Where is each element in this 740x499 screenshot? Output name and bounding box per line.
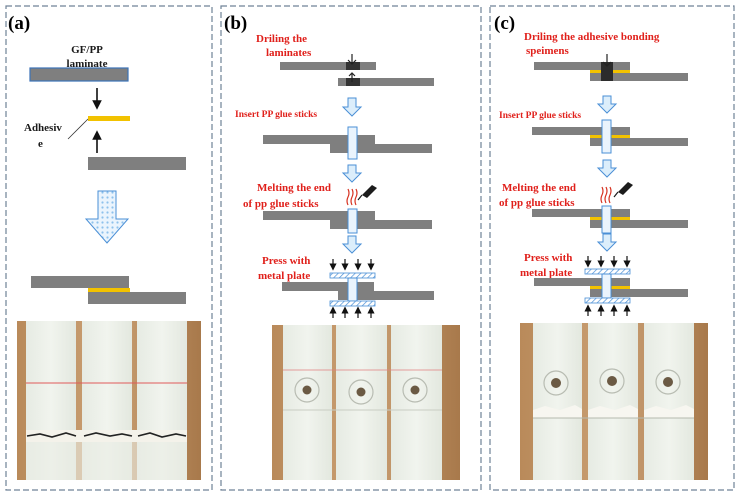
b-press-arrows-bottom [329, 306, 375, 318]
c-step1-line1: Driling the adhesive bonding [524, 31, 660, 43]
adhesive-label-line2: e [38, 138, 43, 150]
b-press-bottom-laminate [338, 291, 434, 300]
b-top-laminate [280, 62, 376, 70]
b-heat-icon [346, 188, 358, 206]
c-arrow-2 [596, 159, 618, 178]
b-step1-line2: laminates [266, 47, 312, 59]
c-press-arrows-bottom [584, 304, 631, 316]
c-arrow-1 [596, 95, 618, 114]
top-laminate [29, 67, 129, 82]
b-step2-top-laminate [263, 135, 375, 144]
b-glue-gun-icon [362, 185, 377, 198]
c-step2-top-laminate [532, 127, 630, 135]
b-step3-top-laminate [263, 211, 375, 220]
b-step4-line2: metal plate [258, 270, 310, 282]
panel-a-letter: (a) [8, 13, 30, 34]
b-glue-stick [347, 126, 358, 160]
panel-a-frame [5, 5, 213, 491]
c-glue-gun-icon [618, 182, 633, 195]
b-step3-bottom-laminate [330, 220, 432, 229]
c-step1-line2: speimens [526, 45, 570, 57]
b-arrow-1 [341, 97, 363, 117]
b-metal-plate-bottom [329, 300, 376, 307]
c-step4-line1: Press with [524, 252, 572, 264]
b-step3-line1: Melting the end [257, 182, 331, 194]
panel-b-letter: (b) [224, 13, 247, 34]
b-step3-glue-stick [347, 208, 358, 234]
joint-top-laminate [31, 276, 129, 288]
c-press-arrows-top [584, 256, 631, 268]
c-metal-plate-top [584, 268, 631, 275]
c-arrow-3 [596, 233, 618, 252]
panel-a-photo [17, 321, 201, 480]
c-drill-icon [602, 54, 612, 67]
panel-c-frame [489, 5, 735, 491]
b-drill-hole-bottom [346, 78, 360, 86]
b-press-glue-rivet [347, 277, 358, 302]
b-step2-bottom-laminate [330, 144, 432, 153]
c-step3-line2: of pp glue sticks [499, 197, 575, 209]
laminate-label-line1: GF/PP [71, 44, 103, 56]
joint-bottom-laminate [88, 292, 186, 304]
b-press-arrows-top [329, 259, 375, 271]
adhesive-label-line1: Adhesiv [24, 122, 62, 134]
c-step3-glue-stick [601, 205, 612, 234]
c-step2-bottom-laminate [590, 138, 688, 146]
b-arrow-2 [341, 164, 363, 183]
c-step3-top-laminate [532, 209, 630, 217]
c-press-top-laminate [534, 278, 630, 286]
c-step4-line2: metal plate [520, 267, 572, 279]
big-down-arrow [84, 190, 130, 244]
bottom-laminate [88, 157, 186, 170]
b-step4-line1: Press with [262, 255, 310, 267]
c-press-glue-rivet [601, 273, 612, 299]
c-top-laminate [534, 62, 630, 70]
c-metal-plate-bottom [584, 297, 631, 304]
joint-adhesive [88, 288, 130, 292]
c-step3-line1: Melting the end [502, 182, 576, 194]
b-step1-line1: Driling the [256, 33, 307, 45]
panel-c-photo [520, 323, 708, 480]
c-press-bottom-laminate [590, 289, 688, 297]
panel-b-frame [220, 5, 482, 491]
b-drill-icon-bottom [348, 72, 356, 82]
c-heat-icon [600, 186, 612, 204]
b-press-top-laminate [282, 282, 374, 291]
panel-c-letter: (c) [494, 13, 515, 34]
b-drill-hole-top [346, 62, 360, 70]
c-bottom-laminate [590, 73, 688, 81]
b-drill-icon-top [347, 54, 357, 65]
c-step2: Insert PP glue sticks [499, 111, 581, 121]
b-step2: Insert PP glue sticks [235, 110, 317, 120]
adhesive-pointer [67, 118, 89, 140]
c-drill-hole [601, 62, 613, 81]
panel-b: (b) Driling the laminates Insert PP glue… [220, 5, 482, 491]
b-metal-plate-top [329, 272, 376, 279]
b-bottom-laminate [338, 78, 434, 86]
panel-b-photo [272, 325, 460, 480]
b-step3-line2: of pp glue sticks [243, 198, 319, 210]
c-step3-bottom-laminate [590, 220, 688, 228]
b-arrow-3 [341, 235, 363, 254]
panel-c: (c) Driling the adhesive bonding speimen… [489, 5, 735, 491]
laminate-label-line2: laminate [67, 58, 108, 70]
adhesive-layer [88, 116, 130, 121]
c-glue-stick [601, 119, 612, 154]
panel-a: (a) GF/PP laminate Adhesiv e [5, 5, 213, 491]
